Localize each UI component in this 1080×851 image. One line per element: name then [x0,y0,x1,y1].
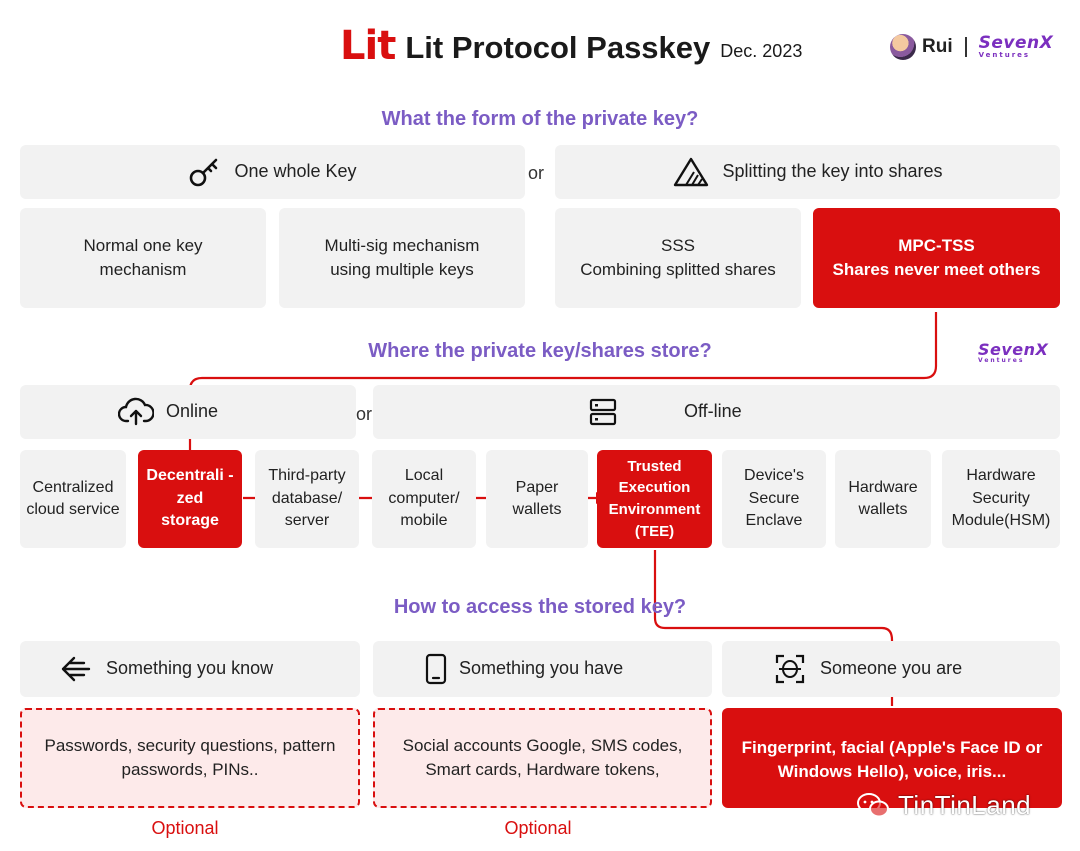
split-key-header: Splitting the key into shares [555,145,1060,199]
question-key-access: How to access the stored key? [393,596,687,618]
cloud-upload-icon [118,397,154,427]
offline-header: Off-line [373,385,1060,439]
know-description: Passwords, security questions, pattern p… [20,708,360,808]
whole-key-header: One whole Key [20,145,525,199]
connector-tee-to-biometric [653,550,894,706]
offline-label: Off-line [684,401,742,422]
know-label: Something you know [106,658,274,679]
are-header: Someone you are [722,641,1060,697]
brand-logo: SevenX Ventures [978,33,1054,59]
have-description: Social accounts Google, SMS codes, Smart… [373,708,712,808]
header: Lit Lit Protocol Passkey Dec. 2023 [340,20,810,66]
storage-centralized-cloud: Centralized cloud service [20,450,126,548]
whole-key-label: One whole Key [234,161,357,182]
watermark-text: TinTinLand [898,790,1032,820]
mpc-title: MPC-TSS [898,236,975,256]
face-scan-icon [774,653,806,685]
are-description: Fingerprint, facial (Apple's Face ID or … [722,708,1062,808]
storage-hardware-wallets: Hardware wallets [835,450,931,548]
split-key-label: Splitting the key into shares [722,161,943,182]
sss-box: SSS Combining splitted shares [555,208,801,308]
lit-logo: Lit [340,23,396,69]
watermark: TinTinLand [856,790,1031,821]
mobile-phone-icon [425,653,447,685]
page-title: Lit Protocol Passkey [405,30,711,66]
page-date: Dec. 2023 [720,41,803,61]
or-label-q1: or [528,163,545,183]
are-label: Someone you are [820,658,963,679]
triangle-shares-icon [672,156,710,188]
have-header: Something you have [373,641,712,697]
question-key-form: What the form of the private key? [381,108,699,130]
know-header: Something you know [20,641,360,697]
multisig-box: Multi-sig mechanism using multiple keys [279,208,525,308]
sss-title: SSS [660,236,696,256]
storage-secure-enclave: Device's Secure Enclave [722,450,826,548]
author-block: Rui SevenX Ventures [890,32,1053,62]
storage-local-device: Local computer/ mobile [372,450,476,548]
key-icon [188,155,222,189]
server-icon [588,397,618,427]
brand-logo-small: SevenX Ventures [978,340,1049,364]
storage-paper-wallets: Paper wallets [486,450,588,548]
normal-key-box: Normal one key mechanism [20,208,266,308]
online-label: Online [166,401,219,422]
mpc-desc: Shares never meet others [832,260,1041,279]
storage-decentralized: Decentrali -zed storage [138,450,242,548]
storage-third-party-db: Third-party database/ server [255,450,359,548]
avatar [890,34,916,60]
storage-tee: Trusted Execution Environment (TEE) [597,450,712,548]
sss-desc: Combining splitted shares [580,260,776,279]
arrow-left-icon [60,655,92,683]
author-name: Rui [922,36,953,57]
have-label: Something you have [459,658,624,679]
divider [964,37,967,57]
storage-hsm: Hardware Security Module(HSM) [942,450,1060,548]
or-label-q2: or [356,404,373,424]
mpc-tss-box: MPC-TSS Shares never meet others [813,208,1060,308]
question-key-storage: Where the private key/shares store? [368,340,712,362]
online-header: Online [20,385,356,439]
optional-label-have: Optional [504,818,572,838]
optional-label-know: Optional [151,818,219,838]
chat-bubbles-icon [856,792,890,820]
